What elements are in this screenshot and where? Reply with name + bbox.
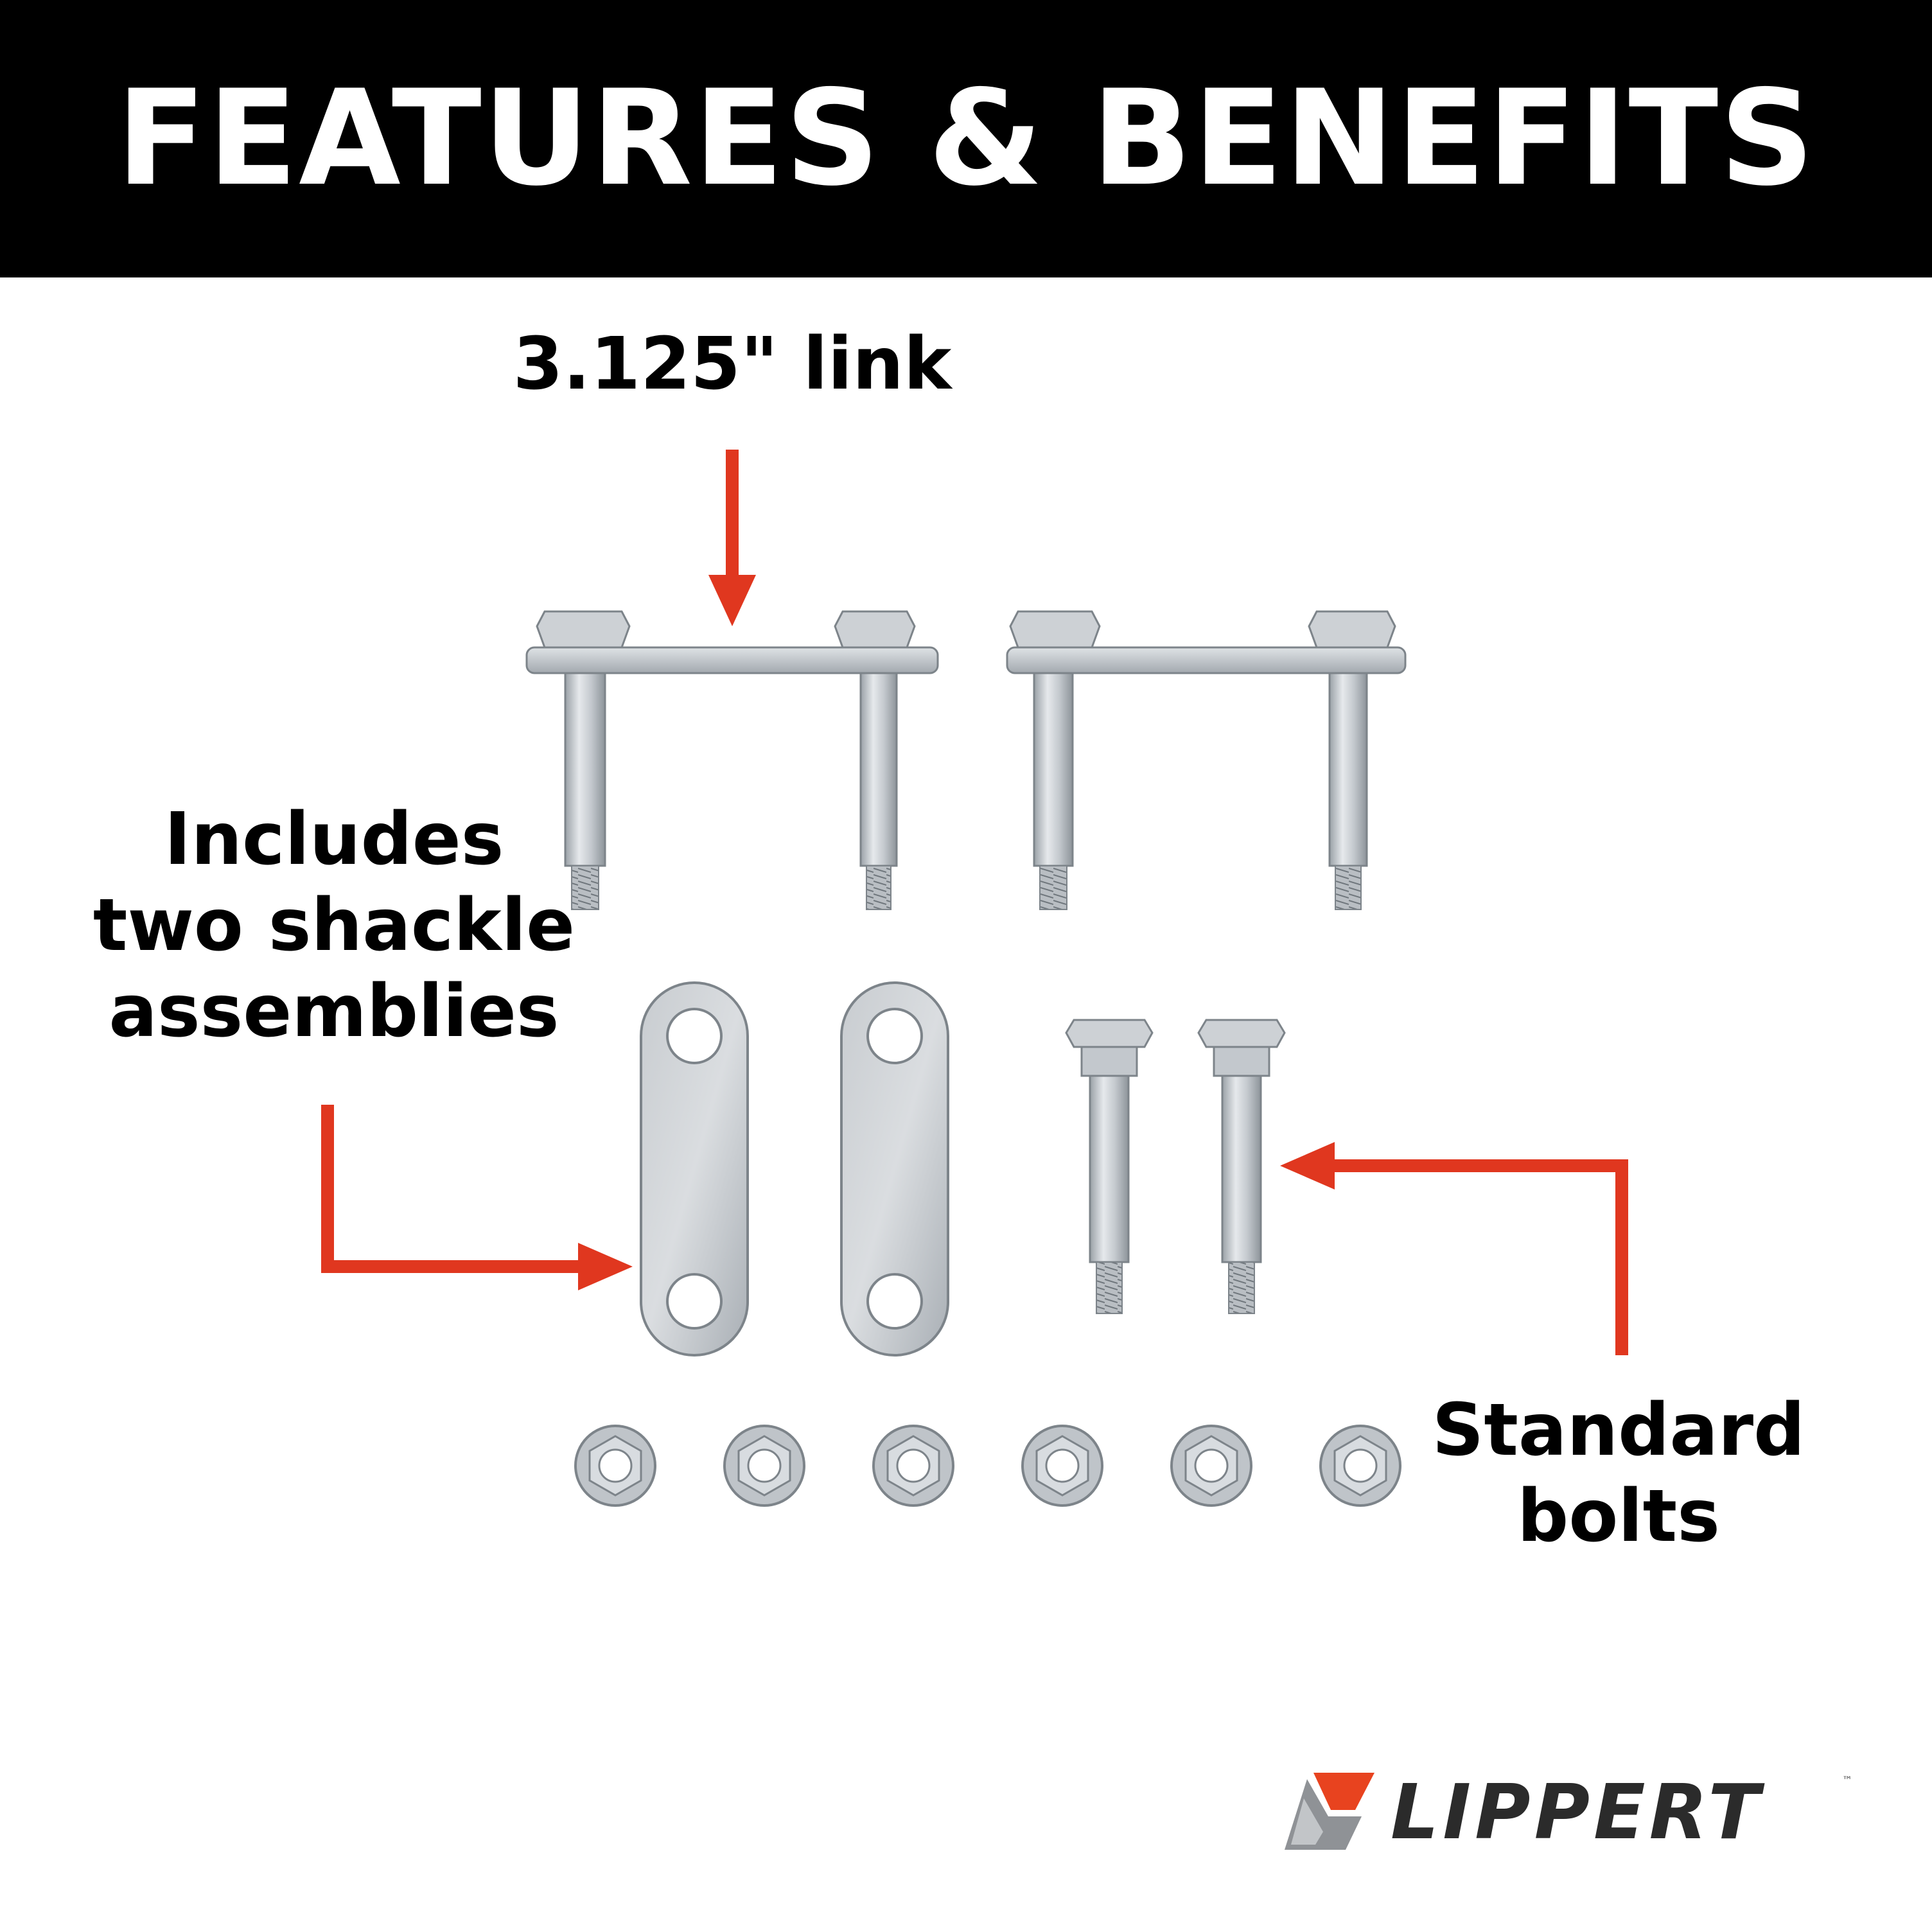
bolt-thread: [866, 865, 891, 910]
lippert-wordmark: LIPPERT: [1391, 1768, 1764, 1856]
shackle-link-bar: [1006, 646, 1407, 674]
flange-nut-2: [723, 1425, 805, 1507]
flange-nut-5: [1170, 1425, 1252, 1507]
bolt-shank: [1033, 672, 1074, 867]
lippert-logo: LIPPERT ™: [1278, 1760, 1856, 1869]
trademark-symbol: ™: [1842, 1774, 1852, 1786]
page-title: FEATURES & BENEFITS: [116, 62, 1816, 215]
callout-bolts-line-2: bolts: [1517, 1475, 1720, 1558]
bolt-shank: [859, 672, 898, 867]
flange-nut-4: [1021, 1425, 1103, 1507]
bolt-thread: [1039, 865, 1067, 910]
flange-nut-3: [872, 1425, 954, 1507]
bolt-head: [1308, 610, 1396, 649]
callout-shackle-label: Includes two shackle assemblies: [77, 796, 591, 1055]
standard-bolt-2: [1197, 1019, 1286, 1314]
shackle-plate-2: [840, 981, 949, 1357]
callout-shackle-line-2: two shackle: [92, 884, 575, 967]
callout-bolts-line-1: Standard: [1432, 1389, 1805, 1472]
callout-bolts-label: Standard bolts: [1413, 1387, 1824, 1559]
arrow-link: [708, 450, 756, 626]
header-banner: FEATURES & BENEFITS: [0, 0, 1932, 277]
standard-bolt-1: [1065, 1019, 1154, 1314]
callout-link-label: 3.125" link: [513, 322, 952, 406]
bolt-head: [536, 610, 631, 649]
shackle-plate-1: [640, 981, 749, 1357]
callout-shackle-line-1: Includes: [164, 798, 504, 881]
bolt-thread: [1335, 865, 1362, 910]
flange-nut-1: [574, 1425, 656, 1507]
callout-shackle-line-3: assemblies: [109, 970, 559, 1053]
shackle-assembly-2: [1006, 610, 1407, 910]
arrow-bolts: [1280, 1142, 1628, 1355]
shackle-assembly-1: [525, 610, 939, 910]
bolt-shank: [564, 672, 606, 867]
flange-nut-6: [1319, 1425, 1401, 1507]
bolt-head: [1009, 610, 1101, 649]
shackle-link-bar: [525, 646, 939, 674]
bolt-head: [834, 610, 916, 649]
bolt-shank: [1328, 672, 1368, 867]
arrow-shackle: [321, 1105, 633, 1290]
lippert-logo-mark: [1285, 1773, 1374, 1850]
bolt-thread: [571, 865, 599, 910]
